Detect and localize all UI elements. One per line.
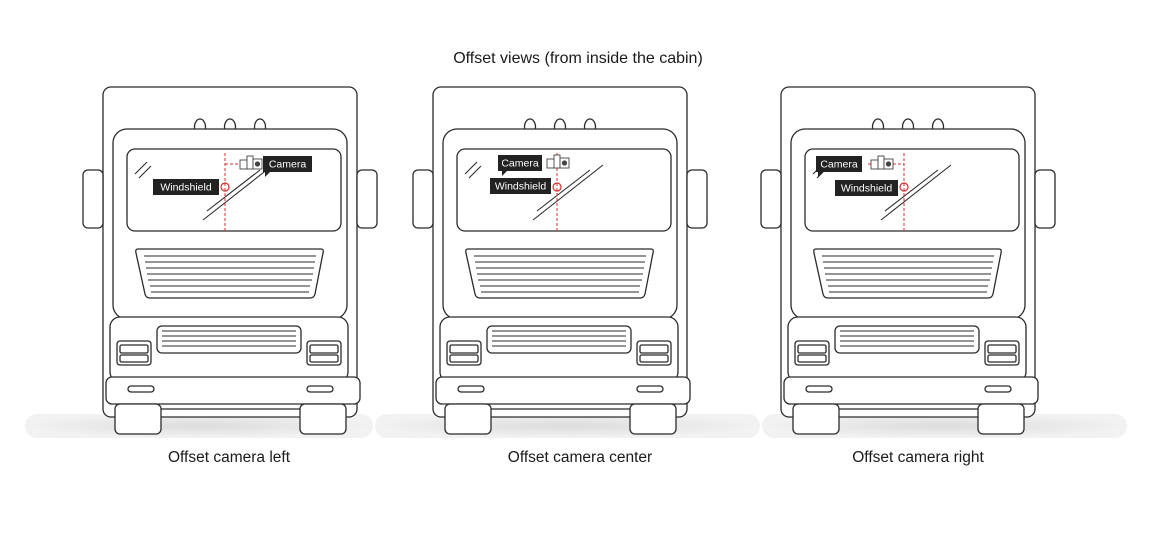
truck-right: Camera Windshield <box>760 86 1056 435</box>
svg-text:Camera: Camera <box>269 159 307 171</box>
windshield-label: Windshield <box>835 180 898 196</box>
svg-text:Windshield: Windshield <box>841 183 893 195</box>
camera-icon <box>870 155 894 170</box>
truck-left: Camera Windshield <box>82 86 378 435</box>
caption-center: Offset camera center <box>507 449 653 466</box>
diagram-title: Offset views (from inside the cabin) <box>453 50 703 67</box>
windshield-label: Windshield <box>153 179 219 195</box>
svg-text:Camera: Camera <box>820 159 858 171</box>
ground-shadow-left <box>25 414 373 438</box>
camera-label: Camera <box>263 156 312 177</box>
camera-icon <box>239 155 263 170</box>
windshield-label: Windshield <box>490 178 551 194</box>
caption-right: Offset camera right <box>852 449 984 466</box>
svg-text:Camera: Camera <box>501 158 539 170</box>
camera-label: Camera <box>816 156 862 177</box>
svg-text:Windshield: Windshield <box>495 181 547 193</box>
reflection-marks <box>464 161 604 221</box>
svg-text:Windshield: Windshield <box>160 182 212 194</box>
caption-left: Offset camera left <box>167 449 291 466</box>
camera-icon <box>546 154 570 169</box>
truck-center: Camera Windshield <box>412 86 708 435</box>
windshield-point-marker <box>552 182 562 192</box>
reflection-marks <box>134 161 274 221</box>
windshield-point-marker <box>899 182 909 192</box>
windshield-point-marker <box>220 182 230 192</box>
camera-label: Camera <box>498 155 542 176</box>
ground-shadow-right <box>762 414 1127 438</box>
